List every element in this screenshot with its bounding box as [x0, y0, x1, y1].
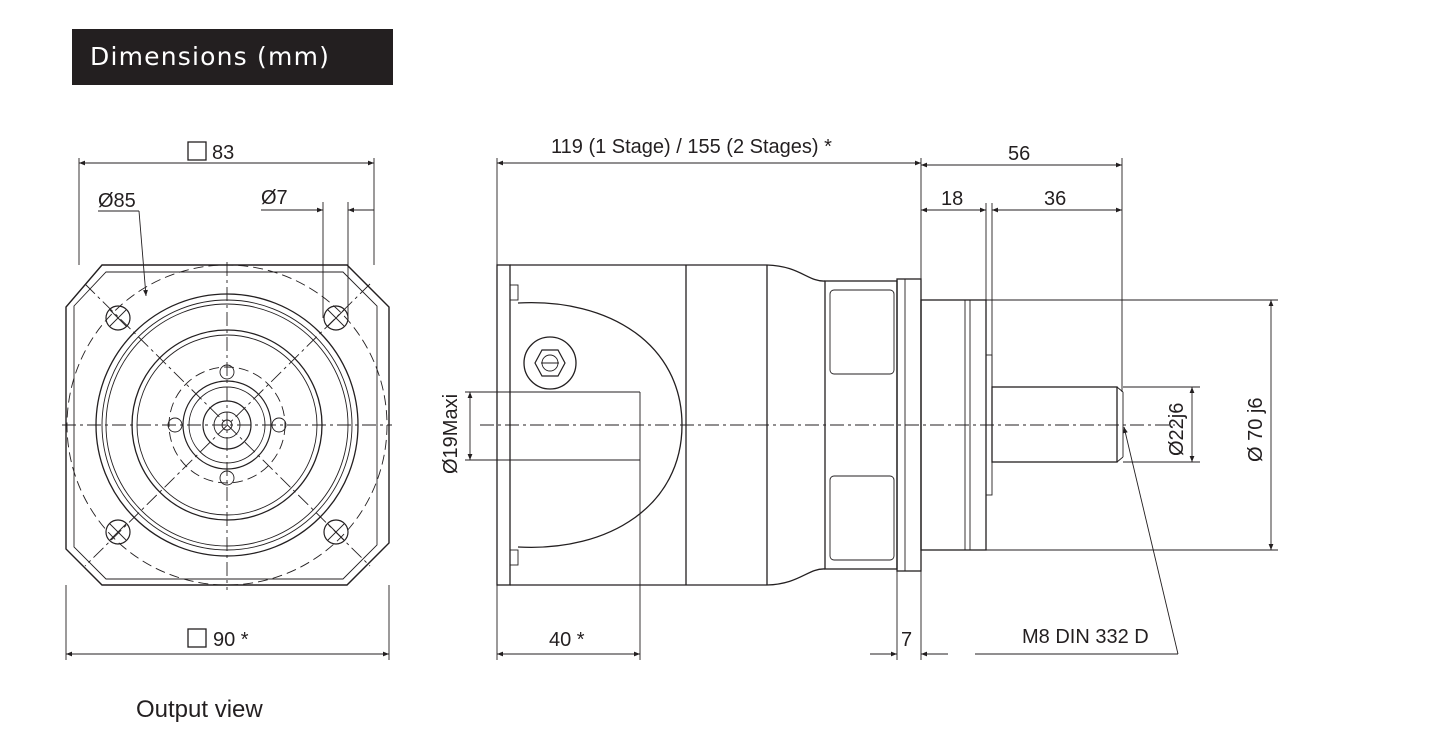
output-view-caption: Output view: [136, 696, 263, 723]
dim-dia-22: Ø22j6: [1166, 403, 1188, 456]
output-view: 83 Ø85 Ø7 90 *: [62, 141, 392, 660]
mounting-hole: [323, 519, 349, 545]
dim-18: 18: [941, 188, 963, 210]
clamping-screw-icon: [523, 336, 577, 390]
dim-dia-19: Ø19Maxi: [440, 394, 462, 474]
dim-dia-85: Ø85: [98, 190, 136, 212]
dim-square-83: 83: [212, 142, 234, 164]
side-view: 119 (1 Stage) / 155 (2 Stages) * 56 18 3…: [440, 136, 1278, 660]
mounting-hole: [105, 519, 131, 545]
section-title: Dimensions (mm): [72, 29, 393, 85]
dim-dia-70: Ø 70 j6: [1245, 398, 1267, 462]
dim-56: 56: [1008, 143, 1030, 165]
flange-outline: [65, 264, 390, 586]
dim-dia-7: Ø7: [261, 187, 288, 209]
mounting-hole: [105, 305, 131, 331]
flange-inner-outline: [73, 271, 378, 580]
dim-square-90: 90 *: [213, 629, 249, 651]
dim-40: 40 *: [549, 629, 585, 651]
dim-7: 7: [901, 629, 912, 651]
square-symbol-icon: [187, 141, 207, 161]
dim-36: 36: [1044, 188, 1066, 210]
square-symbol-icon: [187, 628, 207, 648]
dim-length-stages: 119 (1 Stage) / 155 (2 Stages) *: [551, 136, 832, 158]
mounting-hole: [323, 305, 349, 331]
dim-thread: M8 DIN 332 D: [1022, 626, 1149, 648]
